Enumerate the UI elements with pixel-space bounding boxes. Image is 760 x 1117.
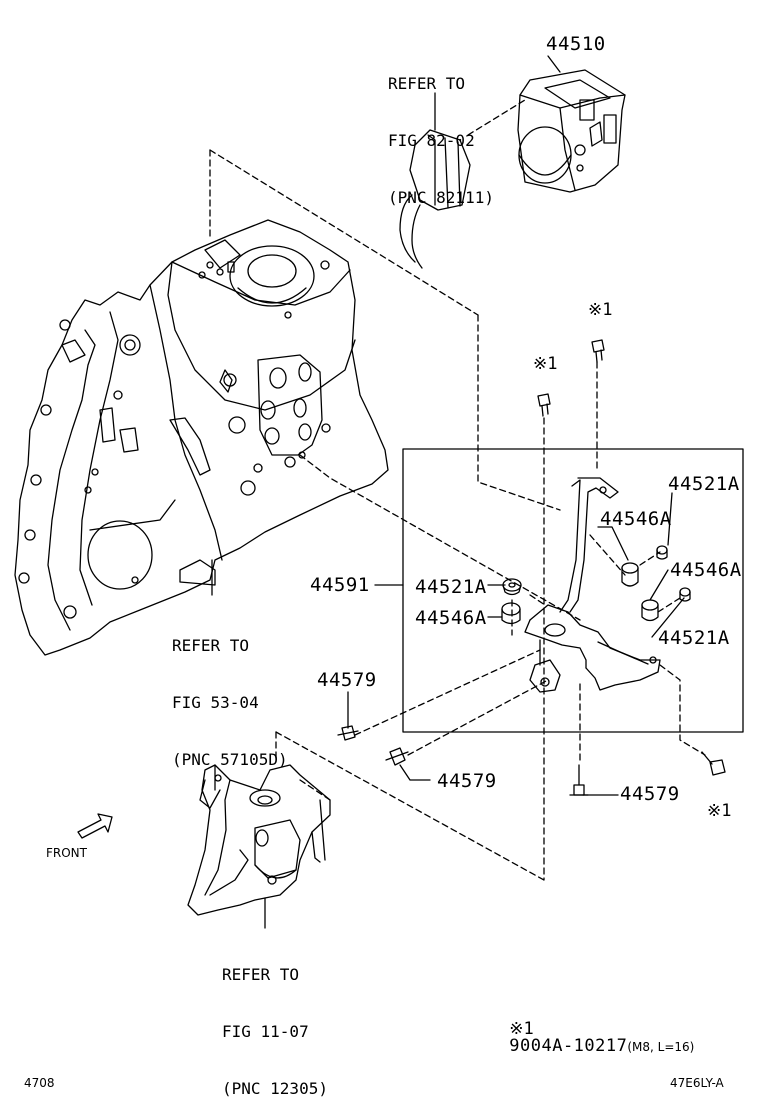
footnote-mark: ※1	[509, 1019, 534, 1039]
part-label-44521a-lower: 44521A	[658, 627, 730, 649]
part-label-44521a-left: 44521A	[415, 576, 487, 598]
part-label-44521a-upper: 44521A	[668, 473, 740, 495]
dashed-guides	[209, 99, 706, 881]
part-label-44579-left: 44579	[317, 669, 377, 691]
star-mark-lower: ※1	[707, 801, 732, 821]
bolt-44579-left	[337, 725, 359, 741]
part-label-44579-mid: 44579	[437, 770, 497, 792]
label-leaders	[211, 55, 685, 929]
refer-line: (PNC 82111)	[388, 188, 494, 207]
refer-line: FIG 11-07	[222, 1022, 309, 1041]
collar-44521a-2	[502, 578, 522, 596]
footnote-part: 9004A-10217	[509, 1036, 628, 1056]
harness-connector	[399, 129, 471, 269]
grommet-44546a-1	[621, 562, 639, 587]
part-label-44546a-left: 44546A	[415, 607, 487, 629]
refer-line: REFER TO	[388, 74, 466, 93]
bracket-group-frame	[402, 448, 744, 733]
refer-line: FIG 82-02	[388, 131, 475, 150]
refer-block-fig-11-07: REFER TO FIG 11-07 (PNC 12305)	[222, 927, 328, 1117]
part-label-44510: 44510	[546, 33, 606, 55]
refer-line: (PNC 57105D)	[172, 750, 288, 769]
collar-44521a-3	[679, 587, 691, 602]
refer-line: (PNC 12305)	[222, 1079, 328, 1098]
bolt-star-1-upper	[591, 339, 605, 363]
refer-line: FIG 53-04	[172, 693, 259, 712]
page-number: 4708	[24, 1076, 55, 1090]
grommet-44546a-3	[501, 602, 521, 625]
engine-mount	[187, 764, 331, 916]
collar-44521a-1	[656, 545, 668, 560]
part-label-44546a-upper: 44546A	[600, 508, 672, 530]
abs-actuator-44510	[517, 69, 626, 193]
footnote-spec: (M8, L=16)	[627, 1040, 695, 1054]
refer-block-fig-82-02: REFER TO FIG 82-02 (PNC 82111)	[388, 36, 494, 226]
part-label-44546a-right: 44546A	[670, 559, 742, 581]
refer-line: REFER TO	[172, 636, 250, 655]
bolt-44579-right	[569, 764, 589, 796]
drawing-code: 47E6LY-A	[670, 1076, 724, 1090]
abs-bracket-44591	[524, 477, 661, 693]
star-mark-upper: ※1	[588, 300, 613, 320]
front-label: FRONT	[46, 846, 87, 860]
grommet-44546a-2	[641, 599, 659, 622]
bolt-star-1-mid	[537, 393, 551, 417]
part-label-44591: 44591	[310, 574, 370, 596]
star-mark-mid: ※1	[533, 354, 558, 374]
refer-line: REFER TO	[222, 965, 300, 984]
refer-block-fig-53-04: REFER TO FIG 53-04 (PNC 57105D)	[172, 598, 288, 788]
footnote: ※1 9004A-10217(M8, L=16)	[490, 1005, 694, 1055]
wheel-apron-panel	[14, 219, 389, 656]
bolt-44579-mid	[385, 747, 409, 766]
part-label-44579-right: 44579	[620, 783, 680, 805]
front-arrow-icon	[77, 813, 113, 839]
